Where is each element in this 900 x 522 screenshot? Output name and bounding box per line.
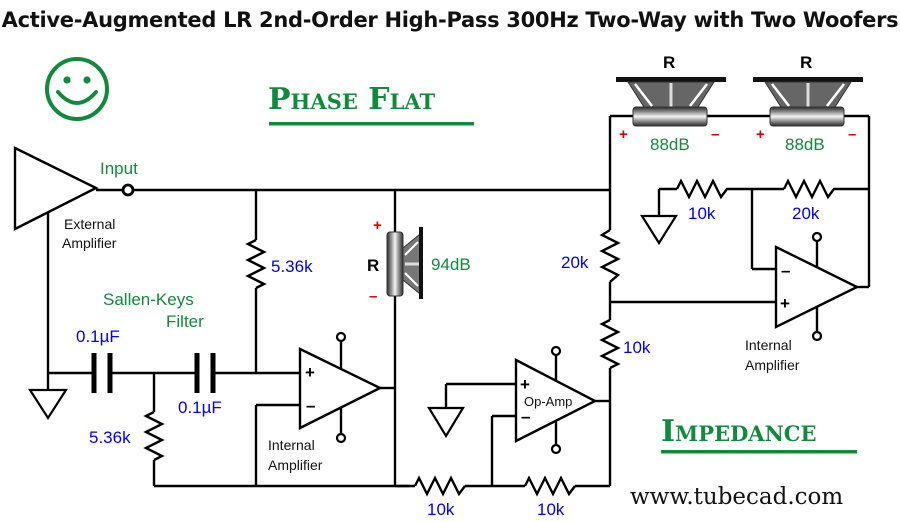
impedance-text: Impedance	[661, 414, 817, 449]
r-bottom-left-value: 10k	[427, 500, 455, 519]
amp2-plus-pin: +	[780, 294, 790, 313]
capacitor-c1	[91, 353, 113, 393]
r-inv-feedback-value: 20k	[792, 204, 820, 223]
internal-amp1-label-1: Internal	[268, 437, 315, 453]
r-divider-top-value: 20k	[561, 253, 589, 272]
wires	[46, 114, 871, 488]
woofer-1-sensitivity: 88dB	[650, 135, 690, 154]
ground-symbol-opamp	[427, 406, 465, 439]
website-url[interactable]: www.tubecad.com	[630, 484, 843, 510]
impedance-underline	[661, 450, 857, 454]
resistor-divider-top	[599, 228, 621, 283]
woofer-2-channel: R	[800, 53, 812, 72]
external-amplifier-label-2: Amplifier	[62, 235, 117, 251]
internal-amp1-label-2: Amplifier	[268, 457, 323, 473]
woofer-1-minus: –	[711, 126, 719, 143]
woofer-2-plus: +	[756, 126, 765, 143]
r-inv-ground-value: 10k	[688, 204, 716, 223]
amp1-minus-pin: –	[306, 396, 315, 415]
resistor-bottom-right	[523, 475, 576, 497]
opamp-minus-pin: –	[521, 407, 530, 426]
woofer-2-minus: –	[848, 126, 856, 143]
smiley-face-icon	[45, 57, 109, 121]
resistor-top-shunt	[245, 238, 267, 290]
ground-symbol-inv	[640, 214, 678, 246]
internal-amp2-label-1: Internal	[745, 337, 792, 353]
sallen-keys-label-2: Filter	[166, 312, 204, 331]
woofer-1-channel: R	[663, 53, 675, 72]
woofer-2-speaker	[753, 77, 863, 127]
c1-value: 0.1µF	[76, 327, 120, 346]
input-label: Input	[100, 159, 138, 178]
tweeter-sensitivity: 94dB	[431, 255, 471, 274]
diagram-title: Active-Augmented LR 2nd-Order High-Pass …	[1, 8, 899, 32]
op-amp: + –	[514, 345, 598, 455]
c2-value: 0.1µF	[178, 398, 222, 417]
internal-amplifier-2: – +	[774, 231, 860, 342]
r-top-shunt-value: 5.36k	[271, 257, 313, 276]
r-divider-bottom-value: 10k	[623, 338, 651, 357]
r-bottom-right-value: 10k	[537, 500, 565, 519]
op-amp-label: Op-Amp	[524, 394, 572, 409]
resistor-bottom-shunt	[143, 410, 165, 462]
external-amplifier-label-1: External	[64, 216, 115, 232]
tweeter-speaker	[386, 227, 423, 299]
amp1-plus-pin: +	[305, 363, 315, 382]
tweeter-plus: +	[373, 217, 382, 234]
external-amplifier	[13, 146, 99, 231]
sallen-keys-label-1: Sallen-Keys	[103, 290, 194, 309]
resistor-bottom-left	[413, 475, 466, 497]
internal-amp2-label-2: Amplifier	[745, 357, 800, 373]
phase-flat-badge: Phase Flat	[268, 82, 474, 126]
internal-amplifier-1: + –	[298, 331, 383, 444]
amp2-minus-pin: –	[781, 261, 790, 280]
resistor-inv-ground	[675, 178, 731, 200]
impedance-badge: Impedance	[661, 414, 857, 454]
phase-flat-underline	[269, 122, 474, 126]
tweeter-channel: R	[367, 256, 379, 275]
woofer-1-plus: +	[619, 126, 628, 143]
input-terminal[interactable]	[121, 183, 135, 197]
resistor-inv-feedback	[782, 178, 838, 200]
ground-symbol-left	[27, 388, 69, 421]
woofer-1-speaker	[616, 77, 726, 127]
resistor-divider-bottom	[599, 318, 621, 370]
tweeter-minus: –	[369, 288, 377, 305]
capacitor-c2	[194, 353, 216, 393]
r-bottom-shunt-value: 5.36k	[89, 428, 131, 447]
woofer-2-sensitivity: 88dB	[785, 135, 825, 154]
phase-flat-text: Phase Flat	[268, 82, 436, 117]
opamp-plus-pin: +	[520, 375, 530, 394]
